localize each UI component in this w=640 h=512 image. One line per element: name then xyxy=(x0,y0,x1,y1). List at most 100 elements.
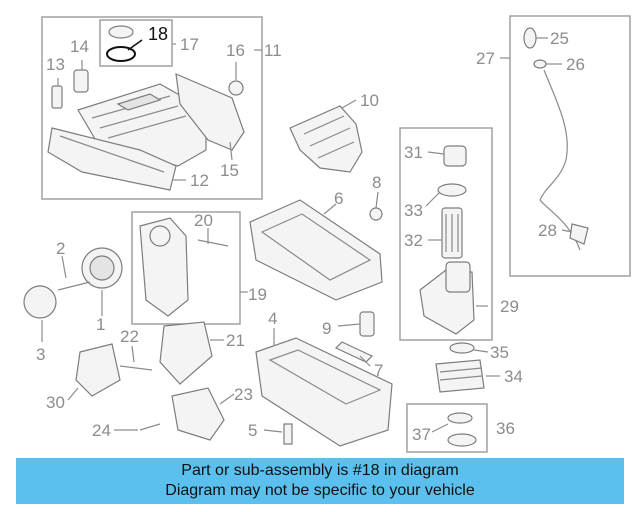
callout-27[interactable]: 27 xyxy=(476,49,495,68)
leader-10 xyxy=(341,99,357,109)
dipstick-tube xyxy=(539,69,581,251)
leader-28 xyxy=(561,229,573,233)
leader-31 xyxy=(427,151,445,155)
dipstick-bracket xyxy=(569,223,589,245)
leader-6 xyxy=(323,203,337,215)
filter-housing-body xyxy=(445,261,471,293)
leader-15 xyxy=(229,141,233,161)
callout-31[interactable]: 31 xyxy=(404,143,423,162)
cap-o-ring xyxy=(437,183,467,197)
upper-oil-pan-rim xyxy=(260,213,372,281)
lower-oil-pan xyxy=(255,337,393,447)
callout-33[interactable]: 33 xyxy=(404,201,423,220)
grommet xyxy=(73,69,89,93)
callout-3[interactable]: 3 xyxy=(36,345,45,364)
callout-34[interactable]: 34 xyxy=(504,367,523,386)
pump-bolts xyxy=(119,365,161,431)
callout-19[interactable]: 19 xyxy=(248,285,267,304)
callout-6[interactable]: 6 xyxy=(334,189,343,208)
leader-23 xyxy=(219,393,235,405)
breather-cover xyxy=(175,73,245,151)
leader-18 xyxy=(127,39,143,51)
leader-8 xyxy=(375,191,379,209)
callout-9[interactable]: 9 xyxy=(322,319,331,338)
valve-cover-group-box xyxy=(41,16,263,200)
callout-35[interactable]: 35 xyxy=(490,343,509,362)
leader-22 xyxy=(131,345,135,363)
gasket-inner-line xyxy=(59,135,165,173)
callout-12[interactable]: 12 xyxy=(190,171,209,190)
crank-pulley-hub xyxy=(89,255,115,281)
callout-8[interactable]: 8 xyxy=(372,173,381,192)
pcv-valve xyxy=(228,80,244,96)
oil-filler-cap xyxy=(108,25,134,39)
callout-37[interactable]: 37 xyxy=(412,425,431,444)
oil-baffle-ribs xyxy=(303,115,355,159)
oil-cooler xyxy=(435,359,485,393)
pump-shield xyxy=(171,387,225,441)
oil-filter-housing-group-box xyxy=(399,127,493,341)
callout-25[interactable]: 25 xyxy=(550,29,569,48)
leader-35 xyxy=(473,349,489,353)
callout-13[interactable]: 13 xyxy=(46,55,65,74)
oil-level-sensor xyxy=(359,311,375,337)
callout-14[interactable]: 14 xyxy=(70,37,89,56)
callout-5[interactable]: 5 xyxy=(248,421,257,440)
callout-21[interactable]: 21 xyxy=(226,331,245,350)
dipstick-group-box xyxy=(509,15,631,277)
oil-cap-group-box xyxy=(99,19,173,67)
valve-cover-filler-neck xyxy=(116,93,162,111)
callout-26[interactable]: 26 xyxy=(566,55,585,74)
dipstick-seal xyxy=(533,59,547,69)
callout-1[interactable]: 1 xyxy=(96,315,105,334)
callout-29[interactable]: 29 xyxy=(500,297,519,316)
cap-seal-18 xyxy=(106,46,136,62)
cooler-seal xyxy=(449,342,475,354)
dipstick-handle xyxy=(523,27,537,49)
callout-20[interactable]: 20 xyxy=(194,211,213,230)
gasket-37 xyxy=(447,412,473,424)
oil-pump xyxy=(75,343,121,397)
banner-line-part-number: Part or sub-assembly is #18 in diagram xyxy=(181,462,459,479)
callout-4[interactable]: 4 xyxy=(268,309,277,328)
leader-7 xyxy=(359,355,371,367)
gasket-36 xyxy=(447,433,477,447)
drain-plug xyxy=(369,207,383,221)
pan-bolt xyxy=(283,423,293,445)
filter-pleats xyxy=(445,214,459,252)
callout-22[interactable]: 22 xyxy=(120,327,139,346)
leader-37 xyxy=(431,423,449,433)
callout-7[interactable]: 7 xyxy=(374,361,383,380)
callout-11[interactable]: 11 xyxy=(264,41,282,60)
callout-30[interactable]: 30 xyxy=(46,393,65,412)
callout-36[interactable]: 36 xyxy=(496,419,515,438)
pump-bracket xyxy=(159,321,213,385)
callout-15[interactable]: 15 xyxy=(220,161,239,180)
upper-oil-pan xyxy=(249,199,383,301)
callout-23[interactable]: 23 xyxy=(234,385,253,404)
banner-line-disclaimer: Diagram may not be specific to your vehi… xyxy=(165,482,475,499)
callout-2[interactable]: 2 xyxy=(56,239,65,258)
leader-5 xyxy=(263,429,283,433)
crank-seal xyxy=(23,285,57,319)
callout-16[interactable]: 16 xyxy=(226,41,245,60)
gasket-group-box xyxy=(406,403,488,453)
callout-24[interactable]: 24 xyxy=(92,421,111,440)
oil-cooler-fins xyxy=(439,367,483,381)
leader-30 xyxy=(67,387,79,401)
callout-10[interactable]: 10 xyxy=(360,91,379,110)
callout-28[interactable]: 28 xyxy=(538,221,557,240)
timing-cover-bolt xyxy=(197,239,229,247)
callout-32[interactable]: 32 xyxy=(404,231,423,250)
info-banner: Part or sub-assembly is #18 in diagram D… xyxy=(16,458,624,504)
pulley-bolt xyxy=(57,281,91,291)
leader-2 xyxy=(61,255,67,279)
cover-bolt xyxy=(51,85,63,109)
sensor-gasket xyxy=(334,341,374,363)
callout-17[interactable]: 17 xyxy=(180,35,199,54)
oil-filter-cap xyxy=(443,145,467,167)
callout-18[interactable]: 18 xyxy=(148,24,168,44)
lower-oil-pan-rim xyxy=(268,349,382,405)
